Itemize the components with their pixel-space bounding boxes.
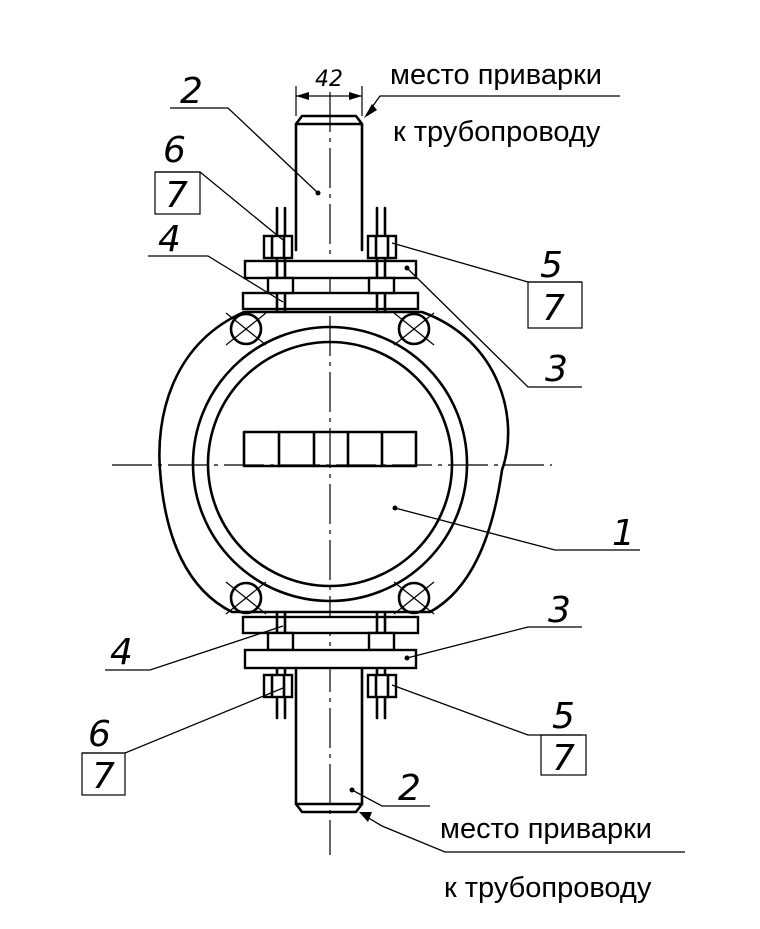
callout-washer-top-left: 6 xyxy=(163,130,186,171)
top-gasket xyxy=(241,291,420,311)
callout-flange-top: 3 xyxy=(545,349,568,390)
top-left-nut xyxy=(262,234,294,260)
bottom-left-nut xyxy=(262,673,294,699)
bottom-flange xyxy=(243,648,418,670)
callout-pipe-bottom: 2 xyxy=(398,768,421,809)
weld-note-bottom-line1: место приварки xyxy=(440,813,652,845)
bolt-hole-bottom-left xyxy=(229,581,263,615)
callout-body: 1 xyxy=(612,513,635,554)
callout-washer-top-left-qty: 7 xyxy=(165,175,188,216)
weld-note-bottom-line2: к трубопроводу xyxy=(444,872,652,904)
bolt-hole-top-right xyxy=(397,312,431,346)
top-pipe xyxy=(294,114,364,252)
callout-nut-bottom-right-qty: 7 xyxy=(552,738,575,779)
meter-body xyxy=(158,310,510,615)
width-dimension: 42 xyxy=(295,67,363,116)
bottom-right-nut xyxy=(366,673,398,699)
callout-gasket-top: 4 xyxy=(158,219,181,260)
callout-flange-bottom: 3 xyxy=(548,590,571,631)
callout-washer-bottom-left: 6 xyxy=(88,714,111,755)
top-flange xyxy=(243,259,418,280)
weld-note-top-line1: место приварки xyxy=(390,59,602,91)
display-window xyxy=(242,430,418,468)
weld-note-top-line2: к трубопроводу xyxy=(393,116,601,148)
bottom-pipe xyxy=(294,666,364,814)
callout-pipe-top: 2 xyxy=(180,71,203,112)
bottom-gasket xyxy=(241,615,420,635)
bolt-hole-top-left xyxy=(229,312,263,346)
callout-nut-bottom-right: 5 xyxy=(552,696,575,737)
bolt-hole-bottom-right xyxy=(397,581,431,615)
callout-nut-top-right-qty: 7 xyxy=(542,288,565,329)
top-right-nut xyxy=(366,234,398,260)
callout-gasket-bottom: 4 xyxy=(110,632,133,673)
width-dimension-label: 42 xyxy=(315,67,343,92)
callout-nut-top-right: 5 xyxy=(540,245,563,286)
callout-washer-bottom-left-qty: 7 xyxy=(92,756,115,797)
